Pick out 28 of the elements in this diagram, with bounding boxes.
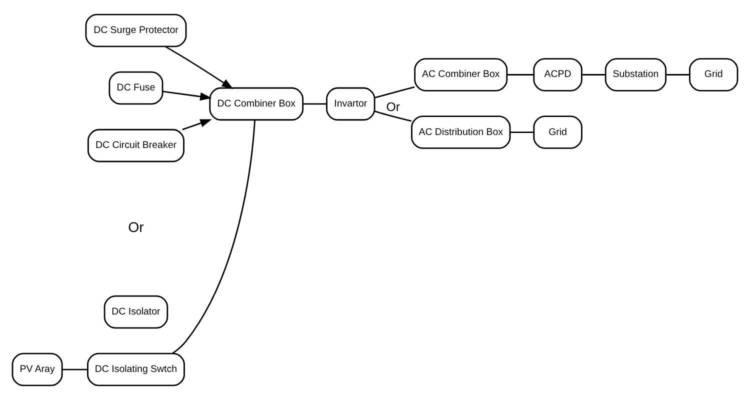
node-box: DC Circuit Breaker: [87, 128, 184, 162]
arrow: [162, 90, 212, 101]
node-box: DC Fuse: [108, 71, 164, 105]
connector: [582, 74, 606, 76]
node-box: DC Isolator: [104, 295, 168, 329]
connector: [666, 74, 690, 76]
connector: [374, 110, 412, 122]
node-box: AC Combiner Box: [414, 58, 508, 92]
node-box: DC Surge Protector: [85, 14, 187, 48]
connector: [62, 368, 88, 370]
arrow: [182, 119, 212, 130]
node-box: Substation: [604, 58, 667, 92]
arrow: [164, 46, 234, 90]
connector: [507, 74, 534, 76]
node-box: Grid: [689, 58, 738, 92]
node-box: DC Isolating Swtch: [87, 352, 185, 386]
label: Or: [128, 220, 144, 236]
connector: [374, 86, 415, 98]
edge-label: Or: [386, 100, 400, 114]
node-box: DC Combiner Box: [209, 87, 304, 121]
node-box: AC Distribution Box: [411, 116, 511, 149]
node-box: PV Aray: [12, 352, 63, 386]
connector: [172, 120, 256, 354]
node-box: Invartor: [326, 87, 376, 121]
connector: [302, 103, 327, 105]
node-box: Grid: [533, 116, 582, 149]
node-box: ACPD: [533, 58, 582, 92]
connector: [510, 132, 534, 133]
